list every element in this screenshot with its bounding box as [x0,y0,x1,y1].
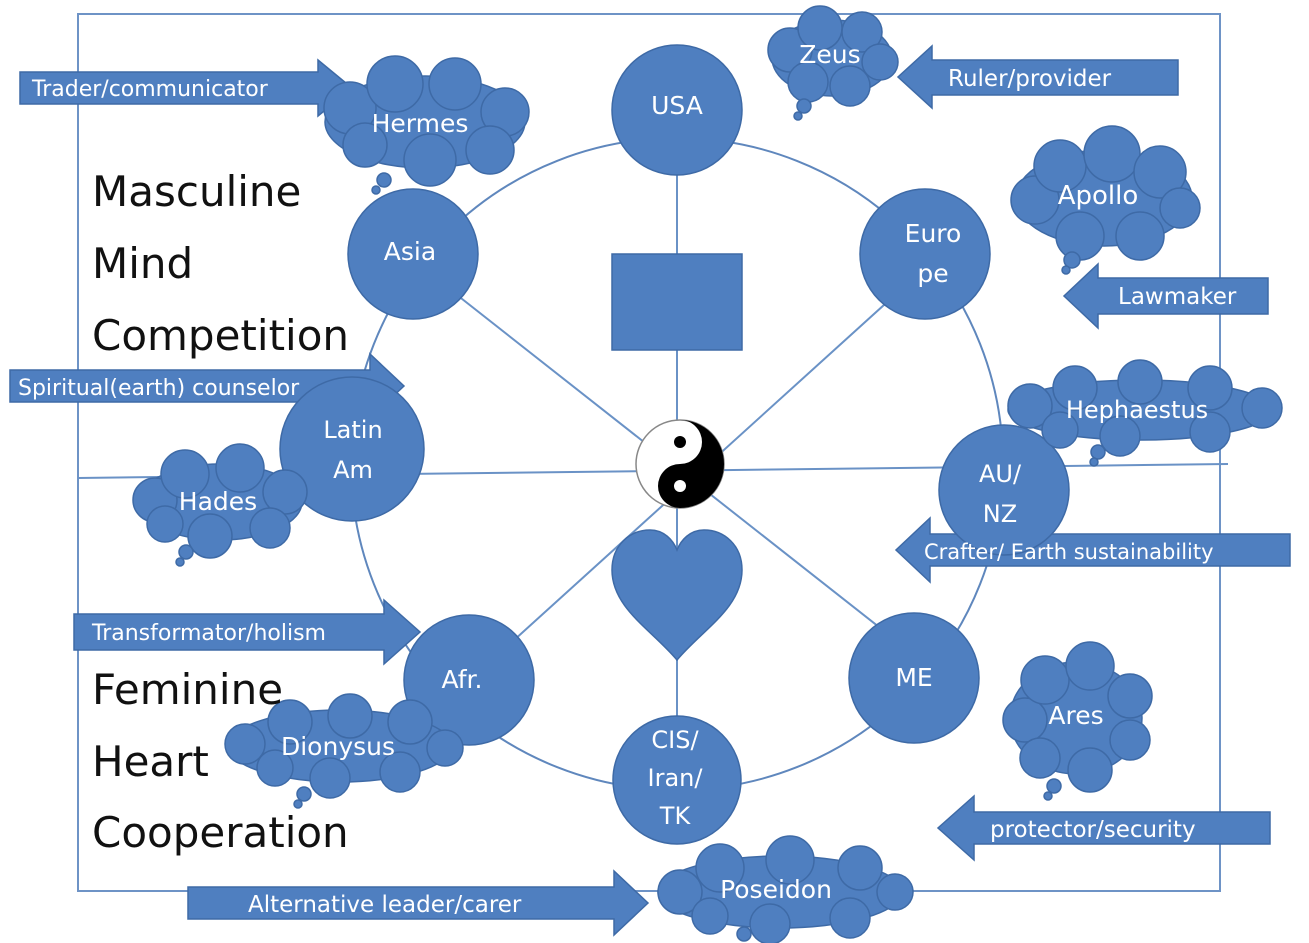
hades-cloud [132,443,308,567]
cis-label-line3: TK [659,802,692,830]
hermes-cloud [323,55,530,195]
transformator-label: Transformator/holism [91,621,326,646]
afr-label: Afr. [442,665,483,694]
asia-circle [347,188,479,320]
heart-shape [611,529,743,662]
cis-label-line2: Iran/ [648,764,704,792]
au-nz-circle [938,424,1070,556]
poseidon-cloud [657,835,914,943]
dionysus-cloud [224,693,464,809]
god-labels: Hermes Zeus Apollo Hephaestus Hades Dion… [179,40,1208,904]
au-nz-label-line2: NZ [983,500,1017,528]
masculine-line3: Competition [92,311,349,360]
god-clouds [132,5,1283,943]
latin-am-label-line2: Am [333,456,373,484]
hephaestus-cloud [1007,359,1283,467]
ruler-label: Ruler/provider [948,66,1112,92]
role-arrows [9,44,1291,937]
arrow-lawmaker [1062,262,1269,330]
usa-circle [611,44,743,176]
cis-label-line1: CIS/ [651,726,699,754]
lawmaker-label: Lawmaker [1118,284,1237,310]
hephaestus-label: Hephaestus [1066,396,1208,424]
hermes-label: Hermes [372,109,469,138]
role-labels: Trader/communicator Ruler/provider Lawma… [18,66,1237,918]
arrow-alternative [187,869,650,937]
me-circle [848,612,980,744]
trader-label: Trader/communicator [31,77,269,102]
me-label: ME [895,663,932,692]
outer-frame [77,13,1221,892]
cis-circle [612,715,742,845]
zeus-label: Zeus [799,40,860,69]
europe-label-line2: pe [917,259,948,288]
latin-am-label-line1: Latin [323,416,382,444]
dionysus-label: Dionysus [281,732,395,761]
region-labels: USA Euro pe Asia Latin Am AU/ NZ Afr. ME… [323,91,1022,830]
masculine-line1: Masculine [92,167,301,216]
latin-am-circle [279,376,425,522]
protector-label: protector/security [990,817,1196,843]
zeus-cloud [767,5,899,121]
hades-label: Hades [179,487,257,516]
alternative-label: Alternative leader/carer [248,892,522,918]
afr-circle [403,614,535,746]
apollo-label: Apollo [1058,181,1139,211]
europe-label-line1: Euro [905,219,962,248]
apollo-cloud [1010,125,1201,275]
feminine-text: Feminine Heart Cooperation [92,665,349,857]
spiritual-label: Spiritual(earth) counselor [18,376,300,401]
feminine-line1: Feminine [92,665,283,714]
crafter-label: Crafter/ Earth sustainability [924,540,1214,564]
arrow-ruler [896,44,1179,110]
poseidon-label: Poseidon [720,875,832,904]
feminine-line3: Cooperation [92,808,349,857]
europe-circle [859,188,991,320]
ares-label: Ares [1048,701,1103,730]
masculine-line2: Mind [92,239,193,288]
masculine-text: Masculine Mind Competition [92,167,349,360]
ares-cloud [1002,641,1153,801]
feminine-line2: Heart [92,737,209,786]
arrow-protector [936,794,1271,862]
region-circles [279,44,1070,845]
usa-label: USA [651,91,703,120]
square-shape [611,253,743,351]
arrow-transformator [73,598,422,666]
au-nz-label-line1: AU/ [979,460,1022,488]
yin-yang-icon [635,419,725,509]
asia-label: Asia [384,237,436,266]
